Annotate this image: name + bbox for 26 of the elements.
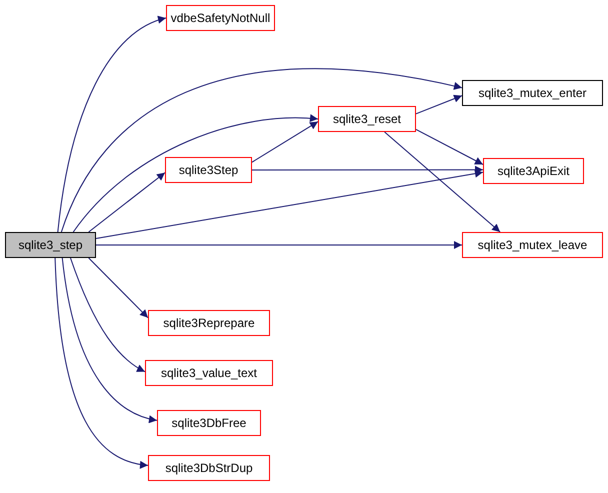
function-box: sqlite3Reprepare: [148, 310, 270, 336]
call-arrow: [384, 132, 501, 232]
function-box: sqlite3DbStrDup: [148, 455, 270, 481]
call-arrow: [88, 258, 148, 318]
function-box: sqlite3Step: [165, 157, 252, 183]
call-arrow: [96, 241, 462, 249]
call-arrow: [416, 94, 462, 114]
call-arrow: [252, 166, 484, 174]
call-arrow: [416, 128, 484, 165]
function-box: sqlite3DbFree: [157, 410, 261, 436]
call-arrow: [96, 170, 484, 239]
function-box: sqlite3_step: [5, 232, 96, 258]
function-box: sqlite3_reset: [318, 106, 416, 132]
call-arrow: [72, 114, 318, 232]
call-arrow: [88, 172, 166, 232]
call-arrow: [70, 258, 146, 372]
function-box: sqlite3_mutex_leave: [462, 232, 603, 258]
function-box: sqlite3_mutex_enter: [462, 80, 603, 106]
call-arrow: [252, 121, 318, 163]
call-arrow: [60, 68, 462, 232]
function-box: sqlite3ApiExit: [483, 158, 584, 184]
call-arrow: [54, 258, 148, 468]
function-box: sqlite3_value_text: [145, 360, 273, 386]
call-arrow: [62, 258, 158, 423]
call-arrow: [57, 16, 166, 232]
function-box: vdbeSafetyNotNull: [166, 5, 275, 31]
